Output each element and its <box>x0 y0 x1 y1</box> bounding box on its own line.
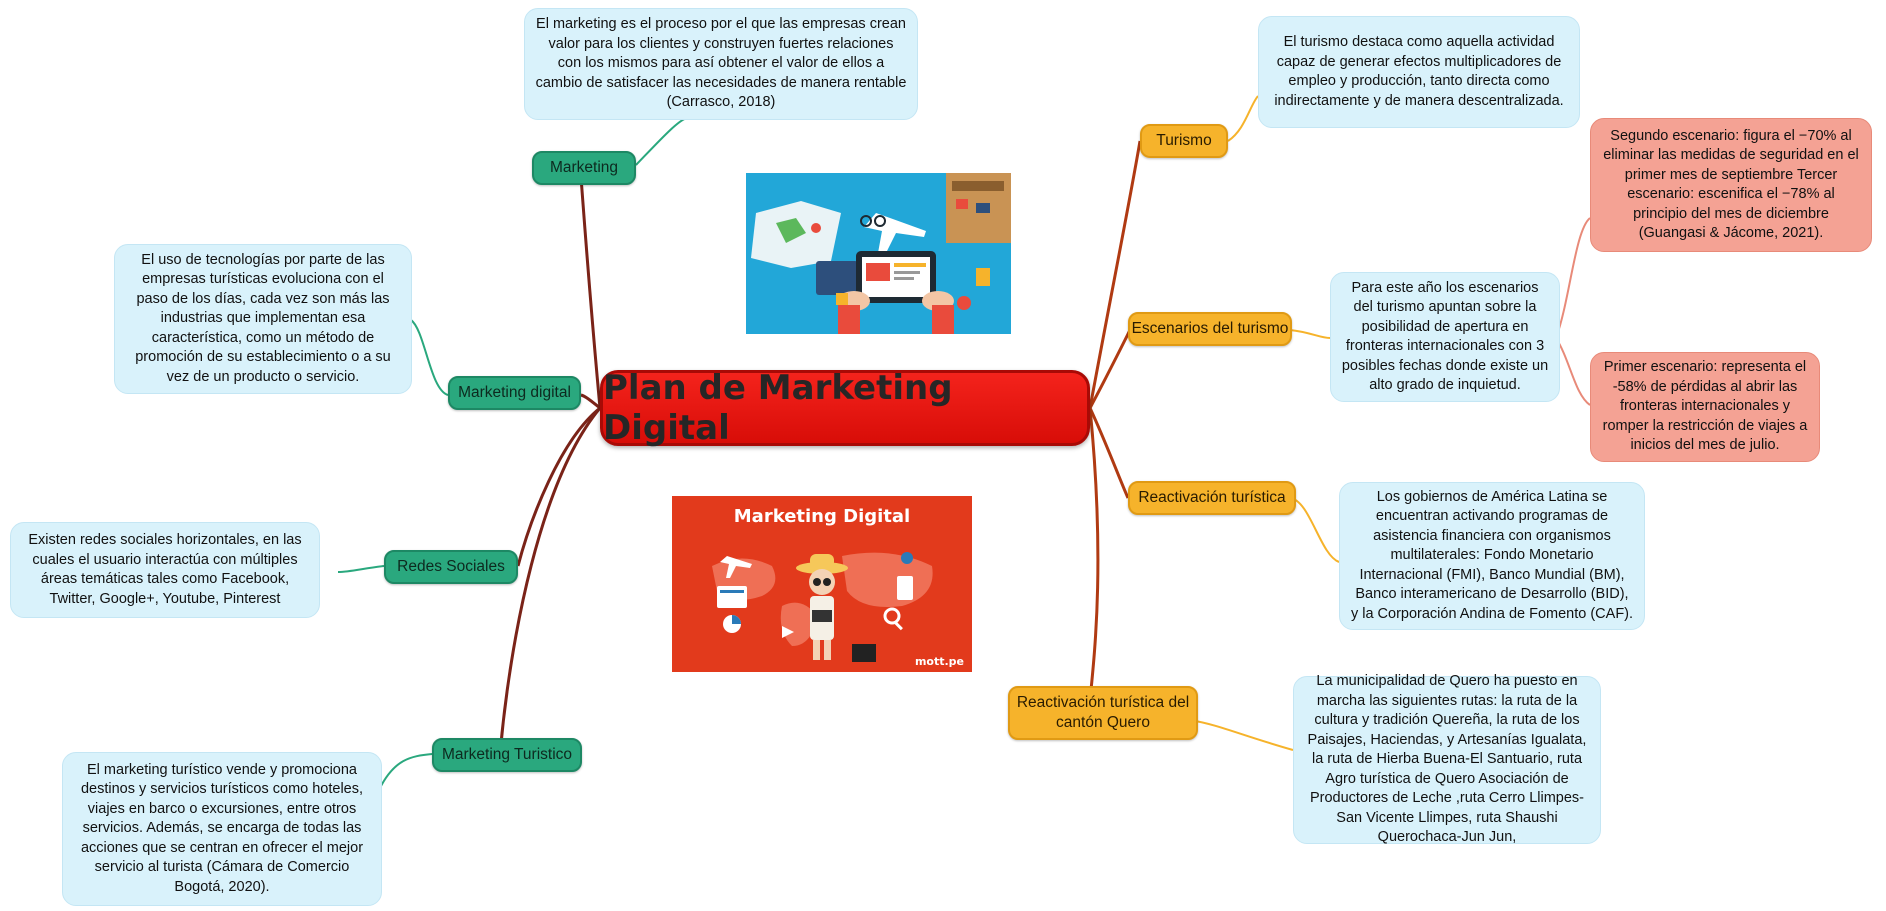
note-turismo: El turismo destaca como aquella activida… <box>1258 16 1580 128</box>
poster-credit: mott.pe <box>914 655 964 668</box>
branch-marketing-turistico[interactable]: Marketing Turistico <box>432 738 582 772</box>
digital-travel-illustration <box>746 173 1011 334</box>
marketing-digital-poster: Marketing Digital mott.pe <box>672 496 972 672</box>
note-primer-escenario: Primer escenario: representa el -58% de … <box>1590 352 1820 462</box>
note-escenarios: Para este año los escenarios del turismo… <box>1330 272 1560 402</box>
note-marketing-turistico: El marketing turístico vende y promocion… <box>62 752 382 906</box>
branch-marketing[interactable]: Marketing <box>532 151 636 185</box>
note-marketing-digital: El uso de tecnologías por parte de las e… <box>114 244 412 394</box>
note-redes-sociales: Existen redes sociales horizontales, en … <box>10 522 320 618</box>
branch-quero[interactable]: Reactivación turística del cantón Quero <box>1008 686 1198 740</box>
note-segundo-escenario: Segundo escenario: figura el −70% al eli… <box>1590 118 1872 252</box>
note-marketing: El marketing es el proceso por el que la… <box>524 8 918 120</box>
note-quero: La municipalidad de Quero ha puesto en m… <box>1293 673 1601 845</box>
branch-marketing-digital[interactable]: Marketing digital <box>448 376 581 410</box>
branch-turismo[interactable]: Turismo <box>1140 124 1228 158</box>
central-topic[interactable]: Plan de Marketing Digital <box>600 368 1090 448</box>
branch-escenarios[interactable]: Escenarios del turismo <box>1128 312 1292 346</box>
branch-reactivacion[interactable]: Reactivación turística <box>1128 481 1296 515</box>
note-reactivacion: Los gobiernos de América Latina se encue… <box>1339 482 1645 630</box>
branch-redes-sociales[interactable]: Redes Sociales <box>384 550 518 584</box>
poster-title: Marketing Digital <box>733 506 911 527</box>
